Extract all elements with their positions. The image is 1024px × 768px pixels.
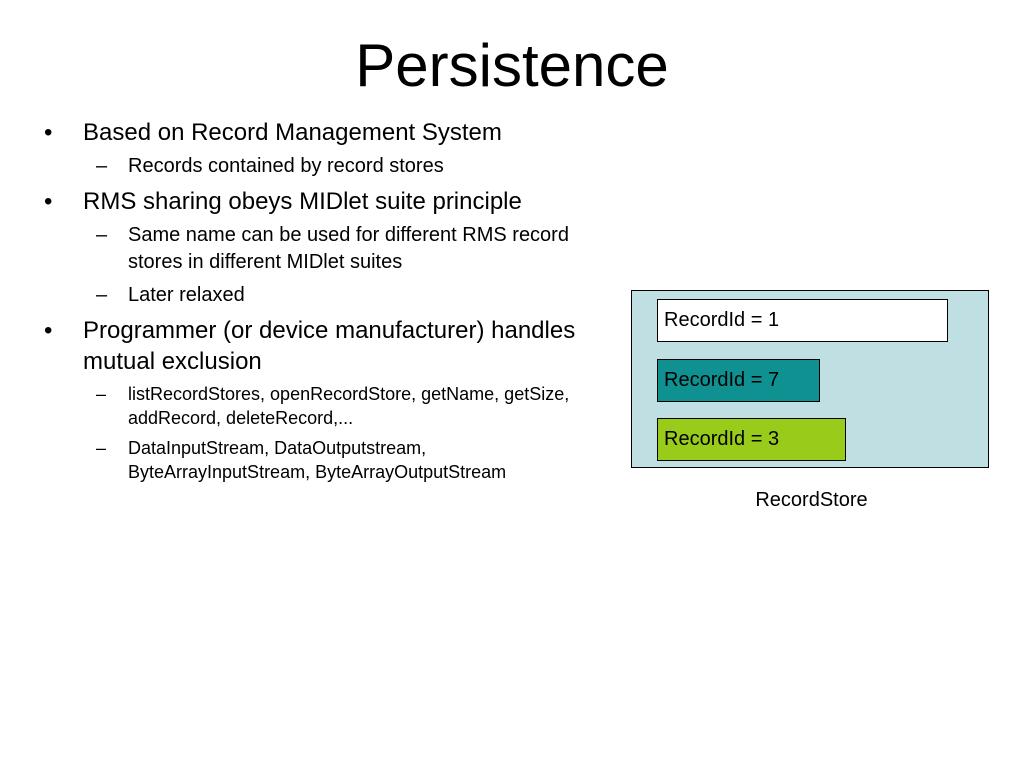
sub-bullet-marker: – bbox=[96, 438, 107, 458]
sub-bullet-item: – Records contained by record stores bbox=[83, 153, 580, 180]
slide-title: Persistence bbox=[355, 32, 669, 99]
sub-bullet-marker: – bbox=[96, 384, 107, 404]
bullet-text: RMS sharing obeys MIDlet suite principle bbox=[83, 188, 522, 215]
sub-bullet-text: listRecordStores, openRecordStore, getNa… bbox=[128, 384, 570, 428]
sub-bullet-text: DataInputStream, DataOutputstream, ByteA… bbox=[128, 438, 507, 482]
bullet-item: • Programmer (or device manufacturer) ha… bbox=[40, 315, 580, 484]
sub-bullet-item: – Same name can be used for different RM… bbox=[83, 222, 580, 276]
bullet-marker: • bbox=[44, 119, 53, 146]
bullet-text: Programmer (or device manufacturer) hand… bbox=[83, 317, 576, 375]
sub-bullet-item: – DataInputStream, DataOutputstream, Byt… bbox=[83, 436, 580, 484]
sub-bullet-item: – Later relaxed bbox=[83, 282, 580, 309]
sub-bullet-list: – listRecordStores, openRecordStore, get… bbox=[83, 382, 580, 484]
sub-bullet-item: – listRecordStores, openRecordStore, get… bbox=[83, 382, 580, 430]
record-store-label: RecordStore bbox=[755, 489, 868, 511]
sub-bullet-marker: – bbox=[96, 155, 108, 177]
bullet-item: • Based on Record Management System – Re… bbox=[40, 117, 580, 180]
sub-bullet-text: Records contained by record stores bbox=[128, 155, 444, 177]
record-box: RecordId = 1 bbox=[657, 299, 948, 342]
sub-bullet-list: – Same name can be used for different RM… bbox=[83, 222, 580, 309]
sub-bullet-list: – Records contained by record stores bbox=[83, 153, 580, 180]
sub-bullet-text: Same name can be used for different RMS … bbox=[128, 224, 569, 273]
bullet-marker: • bbox=[44, 317, 53, 344]
record-store-box: RecordId = 1 RecordId = 7 RecordId = 3 bbox=[631, 290, 989, 468]
bullet-item: • RMS sharing obeys MIDlet suite princip… bbox=[40, 186, 580, 309]
sub-bullet-marker: – bbox=[96, 224, 108, 246]
record-box: RecordId = 3 bbox=[657, 418, 846, 461]
sub-bullet-marker: – bbox=[96, 284, 108, 306]
sub-bullet-text: Later relaxed bbox=[128, 284, 245, 306]
bullet-list: • Based on Record Management System – Re… bbox=[40, 117, 580, 490]
bullet-text: Based on Record Management System bbox=[83, 119, 502, 146]
record-box: RecordId = 7 bbox=[657, 359, 820, 402]
bullet-marker: • bbox=[44, 188, 53, 215]
